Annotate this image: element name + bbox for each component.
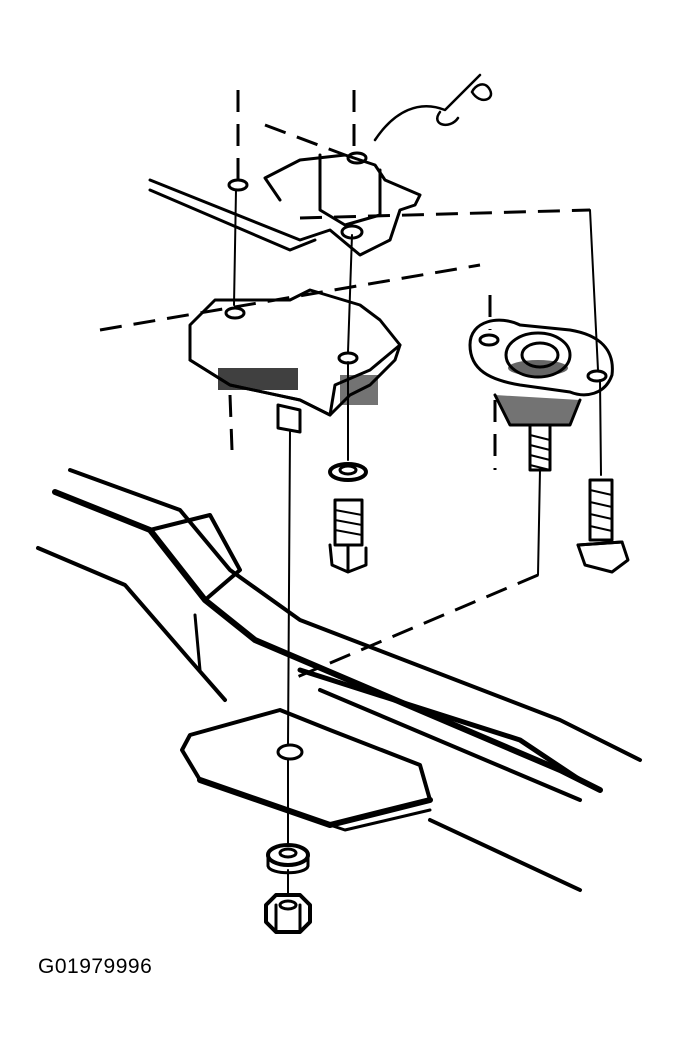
- mounting-bracket-upper: [148, 73, 493, 257]
- mount-insulator-round: [468, 318, 614, 472]
- figure-code: G01979996: [38, 955, 153, 978]
- engine-mount-body: [188, 288, 402, 434]
- nut: [264, 893, 312, 934]
- frame-rail: [36, 468, 642, 892]
- mount-bolt: [328, 462, 368, 574]
- frame-bracket: [180, 708, 433, 832]
- washer: [266, 843, 310, 875]
- bracket-bolt: [576, 478, 630, 574]
- alignment-lines: [99, 90, 602, 896]
